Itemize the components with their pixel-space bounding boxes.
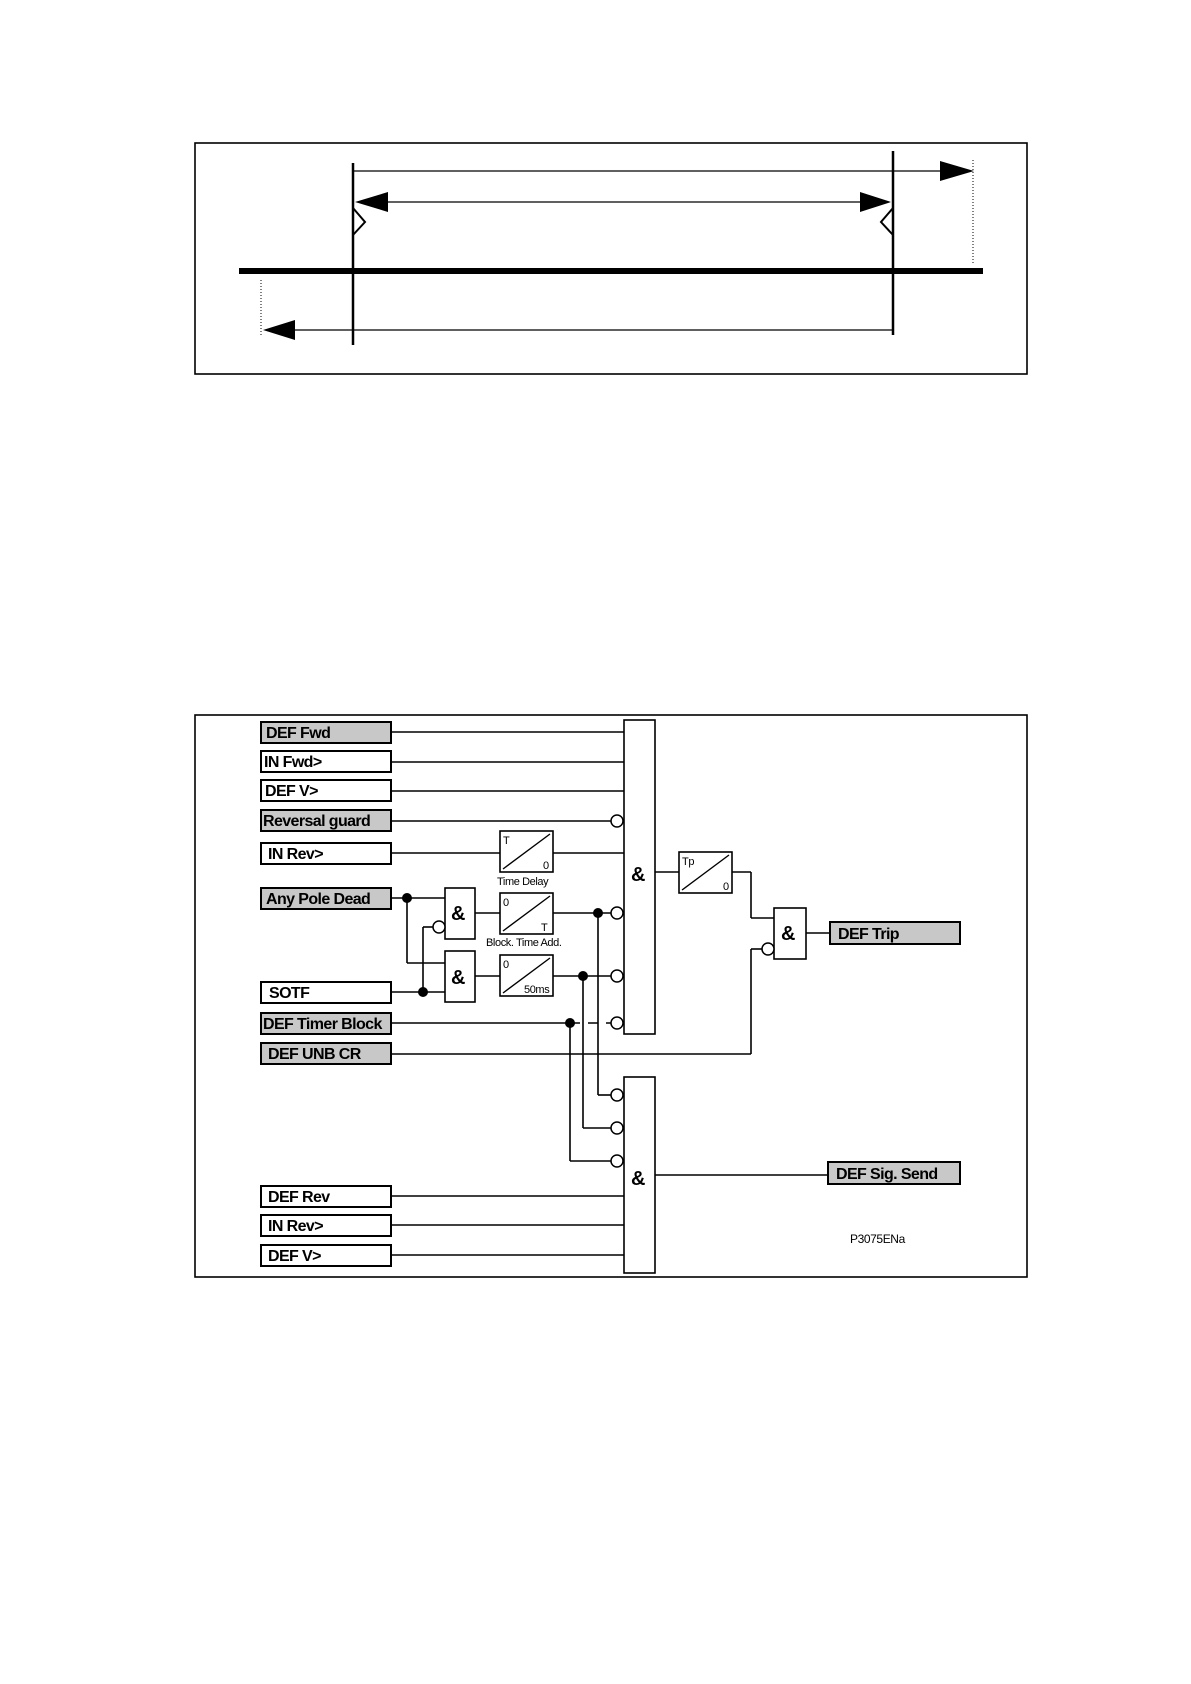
timer-block-time-add: 0 T Block. Time Add. <box>486 893 562 949</box>
input-def-rev: DEF Rev <box>261 1186 391 1207</box>
input-def-v-1: DEF V> <box>261 780 391 801</box>
reach-diagram-frame <box>195 143 1027 374</box>
input-sotf: SOTF <box>261 982 391 1003</box>
timer-block-time-add-caption: Block. Time Add. <box>486 937 562 949</box>
input-def-v-2-label: DEF V> <box>268 1248 321 1265</box>
input-any-pole-dead: Any Pole Dead <box>261 888 391 909</box>
timer-time-delay: T 0 Time Delay <box>497 831 553 888</box>
and-gate-trip-main-symbol: & <box>631 864 645 886</box>
input-def-unb-cr: DEF UNB CR <box>261 1043 391 1064</box>
input-in-rev-2-label: IN Rev> <box>268 1218 323 1235</box>
reach-diagram <box>195 143 1027 374</box>
input-in-fwd-label: IN Fwd> <box>264 754 322 771</box>
input-any-pole-dead-label: Any Pole Dead <box>266 891 370 908</box>
timer-tp-top: Tp <box>682 856 694 868</box>
span-arrowhead-right <box>860 192 891 212</box>
timer-tp: Tp 0 <box>679 852 732 893</box>
input-in-rev-1-label: IN Rev> <box>268 846 323 863</box>
figure-reference: P3075ENa <box>850 1232 906 1246</box>
output-def-trip: DEF Trip <box>830 922 960 944</box>
input-in-fwd: IN Fwd> <box>261 751 391 772</box>
output-def-sig-send: DEF Sig. Send <box>828 1162 960 1184</box>
and-gate-sig-send-symbol: & <box>631 1168 645 1190</box>
timer-tp-bottom: 0 <box>723 881 729 893</box>
input-in-rev-1: IN Rev> <box>261 843 391 864</box>
and-gate-trip-final-symbol: & <box>781 923 795 945</box>
and-gate-pole-dead-symbol: & <box>451 903 465 925</box>
timer-fixed-50ms-top: 0 <box>503 959 509 971</box>
timer-fixed-50ms: 0 50ms <box>500 955 553 996</box>
timer-fixed-50ms-bottom: 50ms <box>524 984 550 996</box>
input-sotf-label: SOTF <box>269 985 310 1002</box>
input-def-timer-block-label: DEF Timer Block <box>263 1016 382 1033</box>
input-in-rev-2: IN Rev> <box>261 1215 391 1236</box>
timer-time-delay-top: T <box>503 835 510 847</box>
logic-diagram: DEF Fwd IN Fwd> DEF V> Reversal guard IN… <box>195 715 1027 1277</box>
reverse-reach-arrowhead <box>263 320 295 340</box>
input-def-v-2: DEF V> <box>261 1245 391 1266</box>
timer-time-delay-caption: Time Delay <box>497 876 549 888</box>
and-gate-sotf-symbol: & <box>451 967 465 989</box>
timer-block-time-add-bottom: T <box>541 922 548 934</box>
output-def-sig-send-label: DEF Sig. Send <box>836 1166 938 1183</box>
input-def-fwd: DEF Fwd <box>261 722 391 743</box>
input-def-rev-label: DEF Rev <box>268 1189 330 1206</box>
input-reversal-guard: Reversal guard <box>261 810 391 831</box>
input-def-v-1-label: DEF V> <box>265 783 318 800</box>
timer-block-time-add-top: 0 <box>503 897 509 909</box>
relay-a-direction-mark <box>353 208 365 235</box>
timer-time-delay-bottom: 0 <box>543 860 549 872</box>
input-reversal-guard-label: Reversal guard <box>263 813 370 830</box>
span-arrowhead-left <box>355 192 388 212</box>
forward-reach-arrowhead <box>940 161 974 181</box>
input-def-fwd-label: DEF Fwd <box>266 725 330 742</box>
relay-b-direction-mark <box>881 208 893 235</box>
input-def-unb-cr-label: DEF UNB CR <box>268 1046 362 1063</box>
output-def-trip-label: DEF Trip <box>838 926 900 943</box>
input-def-timer-block: DEF Timer Block <box>261 1013 391 1034</box>
